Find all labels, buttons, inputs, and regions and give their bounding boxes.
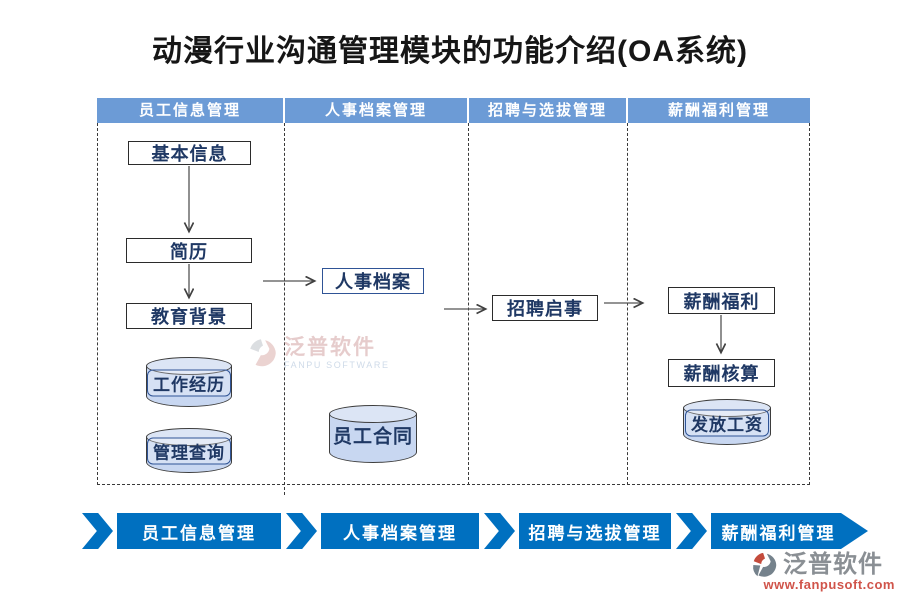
flow-box-hr-archive: 人事档案 [322,268,424,294]
fanpu-logo-icon [753,552,777,577]
lane-divider-1 [284,123,285,495]
lane-divider-2 [468,123,469,485]
chevron-separator-4 [676,513,707,549]
flow-box-basic-info: 基本信息 [128,141,251,165]
banner-step-hr-archive: 人事档案管理 [321,513,479,549]
cylinder-top [146,428,232,446]
cylinder-salary-payment: 发放工资 [683,399,771,445]
cylinder-top [683,399,771,417]
cylinder-top [146,357,232,375]
fanpu-watermark: 泛普软件 FANPU SOFTWARE [246,336,390,370]
footer-url-text: www.fanpusoft.com [763,577,895,592]
cylinder-employee-contract: 员工合同 [329,405,417,463]
flow-box-education-background: 教育背景 [126,303,252,329]
banner-step-salary-welfare: 薪酬福利管理 [711,513,868,549]
cylinder-work-experience: 工作经历 [146,357,232,407]
watermark-brand-text: 泛普软件 [284,336,376,359]
cylinder-label: 工作经历 [147,369,231,397]
flow-box-resume: 简历 [126,238,252,263]
column-header-salary-welfare: 薪酬福利管理 [628,98,810,123]
cylinder-label: 发放工资 [685,409,769,437]
banner-step-employee-info: 员工信息管理 [117,513,281,549]
column-header-hr-archive: 人事档案管理 [285,98,467,123]
footer-brand-text: 泛普软件 [783,551,883,578]
flow-box-recruitment-notice: 招聘启事 [492,295,598,321]
banner-step-recruitment: 招聘与选拔管理 [519,513,671,549]
chevron-separator-1 [82,513,113,549]
chevron-separator-2 [286,513,317,549]
lane-divider-3 [627,123,628,485]
column-header-recruitment: 招聘与选拔管理 [469,98,626,123]
page-title: 动漫行业沟通管理模块的功能介绍(OA系统) [152,35,748,68]
cylinder-label: 管理查询 [147,437,231,465]
swimlane-frame [97,123,810,485]
flow-box-salary-accounting: 薪酬核算 [668,359,775,387]
chevron-separator-3 [484,513,515,549]
watermark-subtitle-text: FANPU SOFTWARE [284,360,390,370]
cylinder-label: 员工合同 [332,426,414,448]
cylinder-top [329,405,417,423]
cylinder-management-query: 管理查询 [146,428,232,473]
fanpu-footer-logo: 泛普软件 www.fanpusoft.com [750,550,895,592]
flow-box-salary-welfare: 薪酬福利 [668,287,775,314]
column-header-employee-info: 员工信息管理 [97,98,283,123]
fanpu-watermark-logo-icon [250,339,276,367]
